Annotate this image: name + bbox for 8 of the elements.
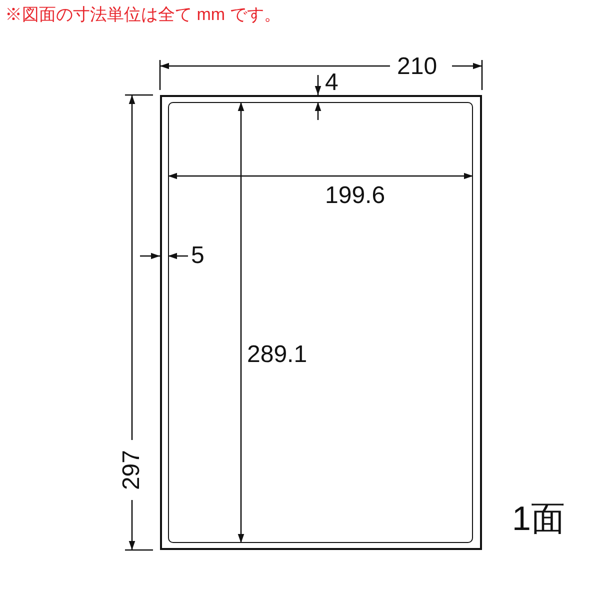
sheet-count-label: 1面 [512,502,565,536]
dimension-label: 289.1 [247,343,308,367]
note-text: ※図面の寸法単位は全て mm です。 [5,6,281,23]
dimension-label: 297 [120,450,144,490]
dimension-label: 199.6 [325,184,386,208]
dimension-label: 210 [397,55,438,79]
dimension-label: 5 [191,244,204,268]
dimension-label: 4 [325,71,338,95]
